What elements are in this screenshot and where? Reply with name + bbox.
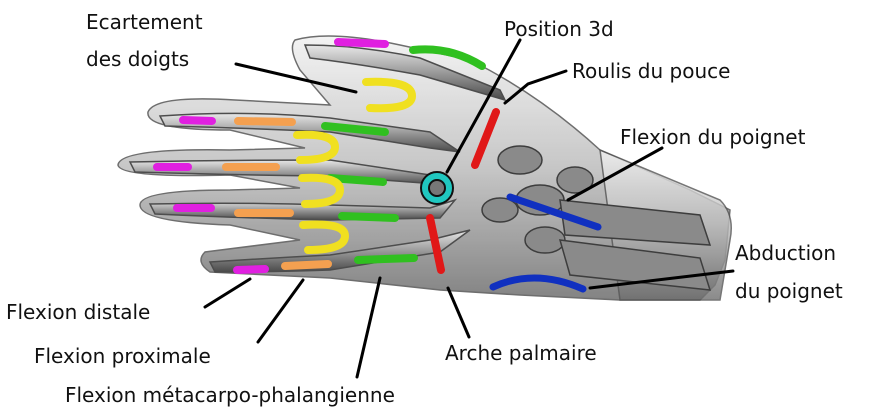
label-abduction-line1: Abduction xyxy=(735,241,836,265)
label-flexion-mcp: Flexion métacarpo-phalangienne xyxy=(65,383,395,407)
label-flexion-proximale: Flexion proximale xyxy=(34,344,211,368)
label-flexion-poignet: Flexion du poignet xyxy=(620,125,806,149)
label-flexion-distale: Flexion distale xyxy=(6,300,150,324)
label-roulis: Roulis du pouce xyxy=(572,59,730,83)
distal-marker-index xyxy=(183,120,212,121)
leader-arche xyxy=(448,288,469,337)
label-ecartement-line2: des doigts xyxy=(86,47,189,71)
label-abduction-line2: du poignet xyxy=(735,279,843,303)
position-3d-marker xyxy=(421,172,453,204)
leader-flexion-proximale xyxy=(258,280,303,342)
mcp-marker-ring xyxy=(342,216,395,218)
proximal-marker-index xyxy=(238,121,292,122)
label-ecartement-line1: Ecartement xyxy=(86,10,203,34)
mcp-marker-little xyxy=(358,258,414,260)
proximal-marker-little xyxy=(285,264,328,266)
label-arche: Arche palmaire xyxy=(445,341,597,365)
distal-marker-little xyxy=(237,269,265,270)
distal-marker-thumb xyxy=(338,42,385,44)
leader-flexion-distale xyxy=(205,279,250,307)
label-position3d: Position 3d xyxy=(504,17,614,41)
leader-flexion-mcp xyxy=(357,278,380,377)
